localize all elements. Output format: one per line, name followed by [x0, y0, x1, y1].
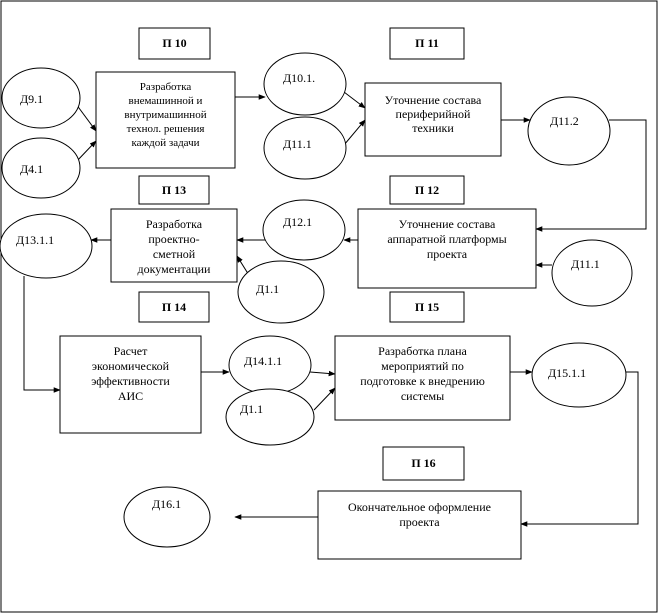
task-p11-line-1: Уточнение состава [385, 93, 482, 107]
task-p11-line-3: техники [412, 121, 454, 135]
process-label-p16-text: П 16 [411, 456, 435, 470]
doc-d12-1-label: Д12.1 [283, 215, 312, 229]
arrow-d4-1-to-p10 [75, 140, 97, 163]
task-p15-line-4: системы [401, 389, 444, 403]
doc-d15-1-1-label: Д15.1.1 [548, 366, 586, 380]
task-p12-line-1: Уточнение состава [399, 217, 496, 231]
task-p10-line-4: технол. решения [127, 123, 205, 135]
task-p13-line-2: проектно- [148, 232, 199, 246]
task-box-p14: Расчет экономической эффективности АИС [59, 335, 202, 434]
doc-d14-1-1: Д14.1.1 [228, 335, 312, 395]
doc-d15-1-1: Д15.1.1 [531, 342, 627, 408]
task-p13-line-3: сметной [153, 247, 196, 261]
task-p13-line-4: документации [138, 262, 212, 276]
doc-d11-1-right-label: Д11.1 [571, 257, 600, 271]
process-label-p11-text: П 11 [415, 36, 439, 50]
doc-d13-1-1-label: Д13.1.1 [16, 233, 54, 247]
task-p14-line-4: АИС [118, 389, 143, 403]
task-p15-line-3: подготовке к внедрению [360, 374, 485, 388]
doc-d4-1: Д4.1 [1, 137, 81, 199]
process-label-p16: П 16 [382, 446, 465, 481]
doc-d11-1-top: Д11.1 [263, 116, 347, 180]
doc-d16-1-label: Д16.1 [152, 497, 181, 511]
task-box-p13: Разработка проектно- сметной документаци… [110, 208, 238, 283]
process-label-p15-text: П 15 [415, 300, 439, 314]
arrow-d11-1-to-p11 [343, 119, 366, 146]
process-label-p12: П 12 [389, 175, 465, 205]
doc-d16-1: Д16.1 [123, 486, 211, 548]
task-p14-line-1: Расчет [114, 344, 148, 358]
task-p10-line-2: внемашинной и [129, 95, 203, 107]
doc-d4-1-label: Д4.1 [20, 162, 43, 176]
arrow-d11-2-to-p12 [535, 119, 647, 232]
doc-d13-1-1: Д13.1.1 [0, 213, 93, 279]
arrow-d13-1-1-to-p14 [23, 276, 61, 393]
task-p10-line-3: внутримашинной [124, 109, 206, 121]
process-label-p13-text: П 13 [162, 183, 186, 197]
doc-d10-1-label: Д10.1. [283, 71, 315, 85]
task-p15-line-1: Разработка плана [378, 344, 467, 358]
arrow-d10-1-to-p11 [343, 91, 366, 109]
doc-d1-1-b: Д1.1 [225, 388, 315, 446]
doc-d1-1-a-label: Д1.1 [256, 282, 279, 296]
task-box-p12: Уточнение состава аппаратной платформы п… [357, 208, 537, 289]
doc-d10-1: Д10.1. [263, 52, 347, 116]
task-box-p11: Уточнение состава периферийной техники [364, 82, 502, 157]
doc-d1-1-a: Д1.1 [237, 260, 325, 324]
task-p11-line-2: периферийной [396, 107, 472, 121]
process-label-p10: П 10 [138, 27, 211, 60]
process-label-p14-text: П 14 [162, 300, 186, 314]
arrow-d9-1-to-p10 [75, 103, 97, 132]
task-p10-line-5: каждой задачи [131, 137, 199, 149]
process-label-p15: П 15 [389, 291, 465, 323]
doc-d11-2: Д11.2 [527, 96, 611, 166]
arrow-d14-1-1-to-p15 [309, 370, 336, 377]
task-p10-line-1: Разработка [140, 81, 192, 93]
task-p16-line-2: проекта [399, 515, 440, 529]
process-label-p11: П 11 [389, 27, 465, 60]
task-p12-line-3: проекта [427, 247, 468, 261]
task-p12-line-2: аппаратной платформы [387, 232, 506, 246]
task-p13-line-1: Разработка [146, 217, 203, 231]
task-p16-line-1: Окончательное оформление [348, 500, 491, 514]
doc-d11-1-top-label: Д11.1 [283, 137, 312, 151]
task-box-p10: Разработка внемашинной и внутримашинной … [95, 71, 236, 169]
arrow-d15-1-1-to-p16 [520, 371, 639, 527]
process-label-p10-text: П 10 [162, 36, 186, 50]
doc-d9-1: Д9.1 [1, 67, 81, 129]
doc-d12-1: Д12.1 [262, 199, 346, 261]
doc-d11-2-label: Д11.2 [550, 114, 579, 128]
task-box-p15: Разработка плана мероприятий по подготов… [334, 335, 511, 421]
task-p14-line-2: экономической [92, 359, 170, 373]
doc-d11-1-right: Д11.1 [551, 239, 633, 307]
process-label-p12-text: П 12 [415, 183, 439, 197]
task-p15-line-2: мероприятий по [381, 359, 464, 373]
doc-d14-1-1-label: Д14.1.1 [244, 354, 282, 368]
task-p14-line-3: эффективности [91, 374, 170, 388]
arrow-d1-1-b-to-p15 [313, 387, 336, 411]
doc-d9-1-label: Д9.1 [20, 92, 43, 106]
process-label-p13: П 13 [138, 175, 210, 205]
process-label-p14: П 14 [138, 291, 210, 323]
connectors [23, 91, 647, 527]
doc-d1-1-b-label: Д1.1 [240, 402, 263, 416]
task-box-p16: Окончательное оформление проекта [317, 490, 522, 560]
